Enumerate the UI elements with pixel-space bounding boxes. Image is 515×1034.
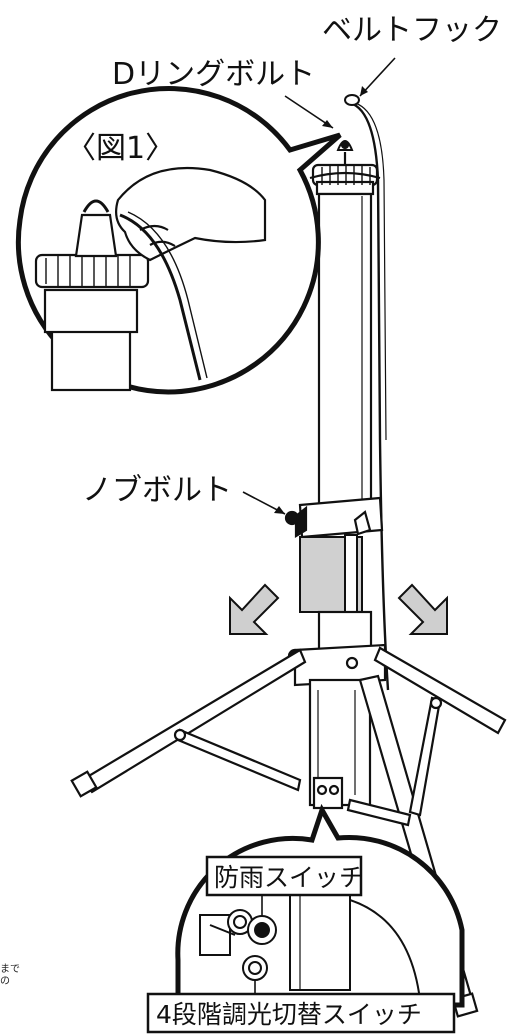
dimmer-switch-label-box (146, 992, 456, 1034)
figure-1-inset (15, 85, 342, 395)
down-right-arrow-icon (397, 583, 448, 635)
cut-text-line-1: まで (0, 963, 20, 975)
rainproof-switch-label: 防雨スイッチ (214, 863, 364, 892)
pole-assembly (309, 140, 381, 508)
arrow-heads (274, 86, 368, 514)
dimmer-switch-label: 4段階調光切替スイッチ (156, 1000, 422, 1029)
switch-inset (146, 803, 465, 1034)
down-left-arrow-icon (229, 583, 280, 635)
rainproof-switch-label-box (205, 855, 363, 897)
knob-bolt-label: ノブボルト (82, 473, 232, 508)
clamp-band (284, 496, 384, 539)
lamp-body (308, 678, 372, 810)
cut-text-line-2: の (0, 976, 10, 987)
belt-hook-label: ベルトフック (322, 13, 502, 48)
figure-1-label: 〈図1〉 (66, 131, 175, 166)
d-ring-bolt-label: Dリングボルト (112, 57, 315, 92)
belt-strap (349, 101, 390, 691)
belt-hook (344, 94, 360, 106)
